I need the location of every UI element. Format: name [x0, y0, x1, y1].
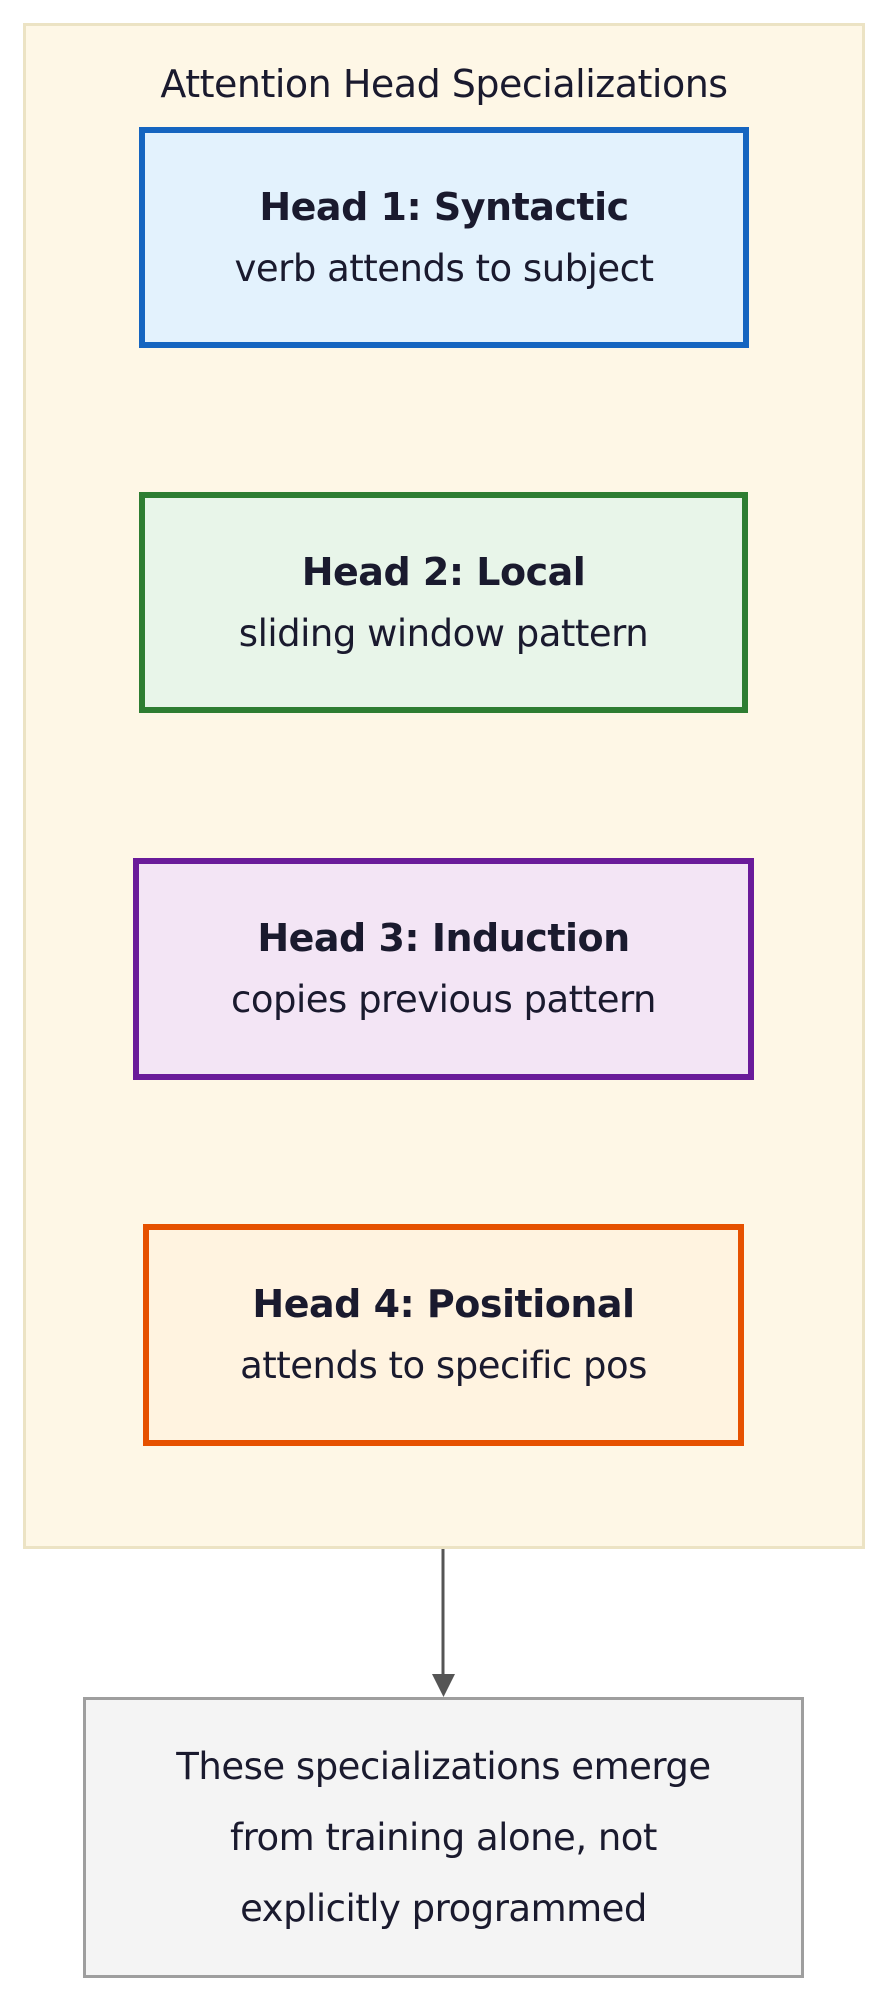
- node-title: Head 1: Syntactic: [259, 184, 629, 229]
- node-title: Head 3: Induction: [257, 916, 630, 960]
- note-line: from training alone, not: [230, 1816, 657, 1859]
- head-3-induction-node: Head 3: Induction copies previous patter…: [133, 858, 754, 1080]
- note-line: These specializations emerge: [176, 1745, 711, 1788]
- note-line: explicitly programmed: [240, 1887, 647, 1930]
- node-subtitle: copies previous pattern: [231, 978, 656, 1021]
- node-title: Head 4: Positional: [252, 1282, 635, 1326]
- head-2-local-node: Head 2: Local sliding window pattern: [139, 492, 748, 713]
- head-1-syntactic-node: Head 1: Syntactic verb attends to subjec…: [139, 127, 749, 348]
- cluster-title: Attention Head Specializations: [160, 62, 728, 106]
- node-title: Head 2: Local: [301, 549, 586, 594]
- arrowhead-icon: [432, 1674, 455, 1697]
- node-subtitle: attends to specific pos: [240, 1344, 647, 1387]
- head-4-positional-node: Head 4: Positional attends to specific p…: [143, 1224, 744, 1446]
- conclusion-note: These specializations emerge from traini…: [83, 1697, 804, 1978]
- node-subtitle: verb attends to subject: [234, 246, 654, 290]
- node-subtitle: sliding window pattern: [238, 611, 649, 655]
